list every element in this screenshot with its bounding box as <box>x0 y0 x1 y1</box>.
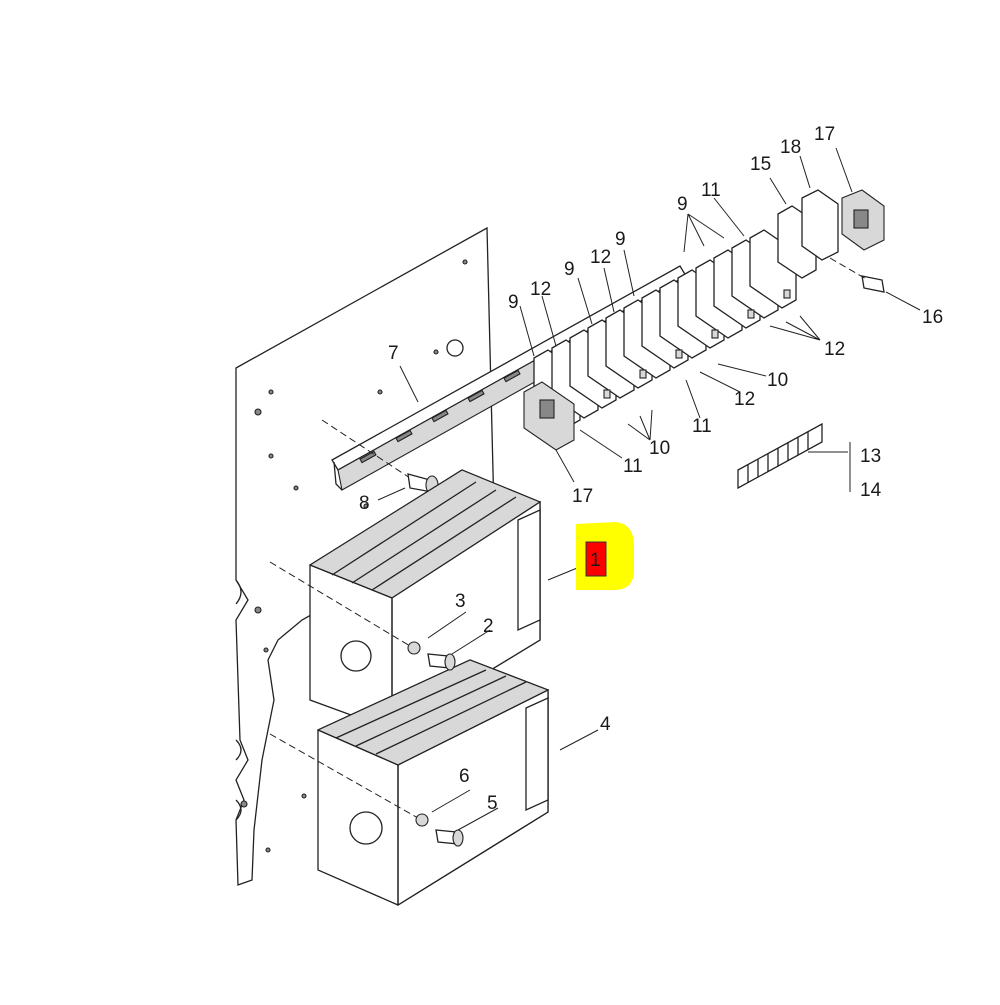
callout-12a[interactable]: 12 <box>530 279 551 300</box>
callout-6[interactable]: 6 <box>459 766 470 787</box>
callout-17a[interactable]: 17 <box>572 486 593 507</box>
marker-strip <box>737 422 823 490</box>
callout-12d[interactable]: 12 <box>824 339 845 360</box>
callout-9b[interactable]: 9 <box>564 259 575 280</box>
callout-4[interactable]: 4 <box>600 714 611 735</box>
callout-11a[interactable]: 11 <box>623 456 643 477</box>
callout-18[interactable]: 18 <box>780 137 801 158</box>
terminal-block-assembly <box>523 189 885 451</box>
callout-15[interactable]: 15 <box>750 154 771 175</box>
selected-callout-highlight <box>576 522 634 590</box>
callout-9c[interactable]: 9 <box>615 229 626 250</box>
callout-12c[interactable]: 12 <box>734 389 755 410</box>
callout-17b[interactable]: 17 <box>814 124 835 145</box>
selected-part-marker <box>585 541 607 577</box>
callout-11c[interactable]: 11 <box>701 180 721 201</box>
callout-9a[interactable]: 9 <box>508 292 519 313</box>
callout-7[interactable]: 7 <box>388 343 399 364</box>
callout-9d[interactable]: 9 <box>677 194 688 215</box>
module-lower-hardware <box>269 733 464 847</box>
callout-8[interactable]: 8 <box>359 493 370 514</box>
callout-16[interactable]: 16 <box>922 307 943 328</box>
callout-5[interactable]: 5 <box>487 793 498 814</box>
callout-14[interactable]: 14 <box>860 480 882 501</box>
module-upper-hardware <box>269 561 456 671</box>
callout-10a[interactable]: 10 <box>649 438 670 459</box>
callout-numbers: 1 2 3 4 5 6 7 8 9 9 9 9 10 10 11 11 11 1… <box>359 124 943 814</box>
module-lower <box>316 659 550 907</box>
callout-12b[interactable]: 12 <box>590 247 611 268</box>
callout-1[interactable]: 1 <box>590 550 601 571</box>
callout-13[interactable]: 13 <box>860 446 881 467</box>
leader-lines <box>377 147 921 831</box>
callout-10b[interactable]: 10 <box>767 370 788 391</box>
callout-2[interactable]: 2 <box>483 616 494 637</box>
callout-3[interactable]: 3 <box>455 591 466 612</box>
callout-11b[interactable]: 11 <box>692 416 712 437</box>
